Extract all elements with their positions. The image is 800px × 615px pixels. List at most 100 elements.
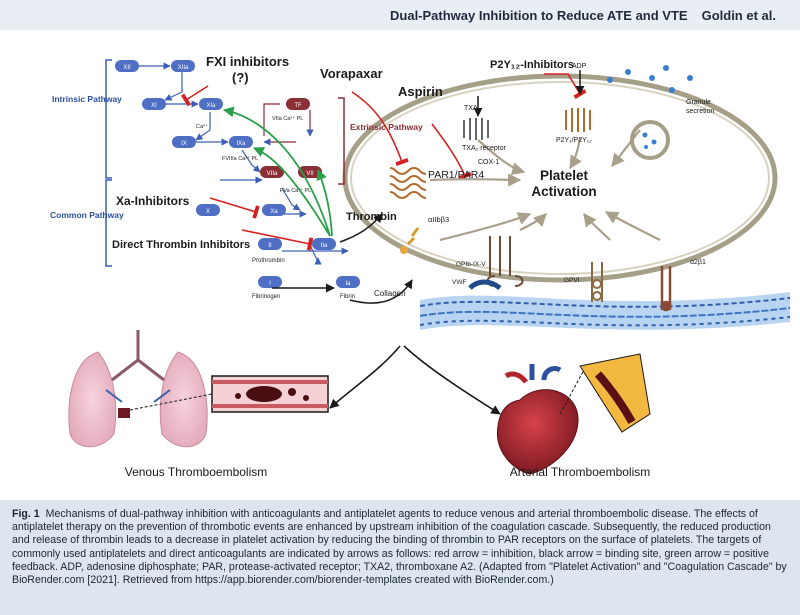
feedback-arrows <box>222 106 333 237</box>
p2y12-inhibitors-label: P2Y₁₂-Inhibitors <box>490 59 574 71</box>
svg-text:XI: XI <box>151 103 157 109</box>
factor-xiia <box>171 60 195 72</box>
heart-illustration <box>496 364 579 475</box>
factor-tf <box>286 98 310 110</box>
txa2-receptor <box>463 118 489 140</box>
xa-inhibitors-label: Xa-Inhibitors <box>116 194 190 208</box>
fva-label: FVa Ca²⁺ PL <box>280 187 311 194</box>
svg-text:XIIa: XIIa <box>178 65 189 71</box>
factor-ii <box>258 238 282 250</box>
prothrombin-label: Prothrombin <box>252 258 285 264</box>
fibrin-label: Fibrin <box>340 294 355 300</box>
platelet-membrane-inner <box>350 81 770 275</box>
factor-iia <box>312 238 336 250</box>
cofactor-viia-label: VIIa Ca²⁺ PL <box>272 115 303 122</box>
artery-plaque <box>559 353 651 433</box>
factor-ix <box>172 136 196 148</box>
aiib-label: αIIbβ3 <box>428 215 449 224</box>
txa2-label: TXA₂ <box>464 105 481 112</box>
par-label: PAR1/PAR4 <box>428 169 484 181</box>
factor-ixa <box>229 136 253 148</box>
inhibition-arrows <box>180 73 587 251</box>
common-pathway-label: Common Pathway <box>50 210 124 220</box>
platelet-membrane-outer <box>342 73 778 283</box>
binding-arrows <box>272 70 585 304</box>
factor-ia <box>336 276 360 288</box>
activation-arrows <box>429 129 661 242</box>
fviiia-label: FVIIIa Ca²⁺ PL <box>222 155 258 162</box>
vorapaxar-label: Vorapaxar <box>320 66 383 81</box>
adp-label: ADP <box>572 63 587 70</box>
svg-text:X: X <box>206 209 210 215</box>
factor-i <box>258 276 282 288</box>
platelet-activation-label-2: Activation <box>531 184 596 199</box>
intrinsic-bracket <box>105 59 112 179</box>
gpvi-label: GPVI <box>564 277 580 284</box>
a2b1-receptor <box>660 266 672 312</box>
author-name: Goldin et al. <box>701 8 776 23</box>
vwf-label: VWF <box>452 279 466 286</box>
caption-text: Mechanisms of dual-pathway inhibition wi… <box>12 508 787 587</box>
factor-xa <box>262 204 286 216</box>
caption-band <box>0 500 800 615</box>
cofactor-labels: VIIa Ca²⁺ PL Ca²⁺ FVIIIa Ca²⁺ PL FVa Ca²… <box>196 115 355 300</box>
direct-thrombin-inhibitors-label: Direct Thrombin Inhibitors <box>112 239 250 251</box>
mechanism-figure: Intrinsic Pathway Common Pathway Extrins… <box>50 54 791 479</box>
svg-text:II: II <box>268 243 272 249</box>
ca-label: Ca²⁺ <box>196 123 208 130</box>
factor-nodes: XII XIIa XI XIa IX IXa TF VIIa VII X Xa … <box>115 60 360 288</box>
lungs-illustration <box>68 330 208 448</box>
extrinsic-bracket <box>338 97 345 185</box>
aiib-receptor <box>400 227 420 254</box>
factor-xii <box>115 60 139 72</box>
gpib-label: GPIb-IX-V <box>456 261 486 268</box>
arterial-te-label: Arterial Thromboembolism <box>510 465 651 479</box>
svg-text:XIa: XIa <box>206 103 216 109</box>
txa2-receptor-label: TXA₂ receptor <box>462 145 507 152</box>
thrombin-label: Thrombin <box>346 211 397 223</box>
fibrinogen-label: Fibrinogen <box>252 294 280 300</box>
svg-text:Ia: Ia <box>345 281 351 287</box>
outcome-arrows <box>329 345 501 415</box>
fxi-question-label: (?) <box>232 70 249 85</box>
intrinsic-pathway-label: Intrinsic Pathway <box>52 94 122 104</box>
svg-text:TF: TF <box>294 103 302 109</box>
a2b1-label: α2β1 <box>690 259 706 266</box>
platelet-activation-label: Platelet <box>540 168 589 183</box>
svg-text:IIa: IIa <box>321 243 328 249</box>
gpvi-receptor <box>591 262 603 302</box>
factor-x <box>196 204 220 216</box>
p2y-label: P2Y₁/P2Y₁₂ <box>556 137 592 144</box>
svg-text:IXa: IXa <box>236 141 246 147</box>
receptor-labels: Thrombin PAR1/PAR4 TXA₂ TXA₂ receptor CO… <box>346 63 715 298</box>
granule-secretion-label-2: secretion <box>686 108 715 115</box>
factor-xi <box>142 98 166 110</box>
running-title-text: Dual-Pathway Inhibition to Reduce ATE an… <box>390 8 688 23</box>
vein-thrombus <box>129 375 329 413</box>
caption-figure-label: Fig. 1 <box>12 508 40 520</box>
svg-text:VIIa: VIIa <box>267 171 278 177</box>
header-band <box>0 0 800 30</box>
collagen-label: Collagen <box>374 289 406 298</box>
factor-xia <box>199 98 223 110</box>
svg-text:IX: IX <box>181 141 187 147</box>
fxi-inhibitors-label: FXI inhibitors <box>206 54 289 69</box>
drug-labels: FXI inhibitors (?) Vorapaxar Aspirin P2Y… <box>112 54 574 251</box>
svg-text:VII: VII <box>306 171 314 177</box>
p2y-receptor <box>565 108 591 132</box>
par-receptor <box>389 166 427 200</box>
common-bracket <box>105 179 112 267</box>
vessel-wall <box>419 292 791 330</box>
vwf-ligand <box>468 279 502 291</box>
running-title: Dual-Pathway Inhibition to Reduce ATE an… <box>390 8 776 23</box>
svg-text:XII: XII <box>123 65 131 71</box>
svg-text:I: I <box>269 281 271 287</box>
aspirin-label: Aspirin <box>398 84 443 99</box>
cascade-arrows <box>138 62 349 265</box>
granule-cluster <box>607 65 693 160</box>
cox1-label: COX-1 <box>478 159 500 166</box>
venous-te-label: Venous Thromboembolism <box>125 465 268 479</box>
granule-secretion-label: Granule <box>686 99 711 106</box>
